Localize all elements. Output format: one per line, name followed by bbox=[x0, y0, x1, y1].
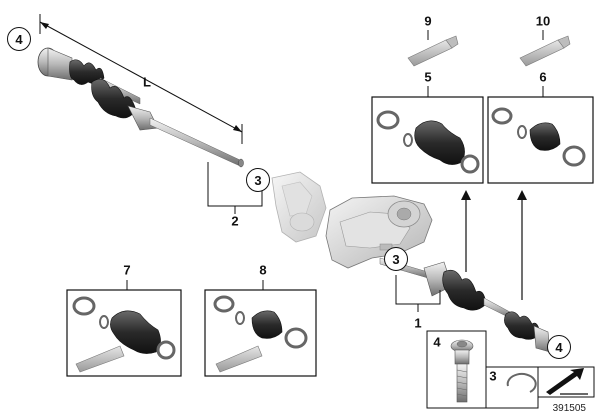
repair-kit-6-box bbox=[487, 86, 594, 184]
repair-kit-8-box bbox=[204, 280, 317, 377]
grease-tube-9 bbox=[407, 30, 459, 67]
repair-kit-5-box bbox=[371, 86, 484, 184]
callout-1: 1 bbox=[414, 315, 422, 331]
bolt-box bbox=[426, 330, 487, 409]
callout-2: 2 bbox=[231, 213, 239, 229]
arrow-symbol-box bbox=[537, 366, 595, 398]
kit-arrows bbox=[461, 190, 527, 300]
callout-7: 7 bbox=[123, 262, 131, 278]
length-dimension-label: L bbox=[143, 74, 151, 90]
callout-4-left: 4 bbox=[7, 27, 31, 51]
transfer-case-left bbox=[271, 171, 327, 243]
front-differential bbox=[325, 195, 433, 269]
callout-6: 6 bbox=[539, 69, 547, 85]
callout-4-right: 4 bbox=[547, 335, 571, 359]
left-driveshaft bbox=[37, 14, 263, 214]
callout-9: 9 bbox=[424, 13, 432, 29]
right-driveshaft bbox=[379, 249, 551, 353]
repair-kit-7-box bbox=[66, 280, 182, 377]
diagram-number: 391505 bbox=[552, 403, 586, 414]
callout-8: 8 bbox=[259, 262, 267, 278]
callout-5: 5 bbox=[424, 69, 432, 85]
callout-3-mid: 3 bbox=[384, 247, 408, 271]
callout-4-box: 4 bbox=[433, 334, 441, 350]
callout-3-box: 3 bbox=[489, 368, 497, 384]
callout-3-top: 3 bbox=[246, 168, 270, 192]
grease-tube-10 bbox=[519, 30, 571, 67]
callout-10: 10 bbox=[535, 13, 551, 29]
